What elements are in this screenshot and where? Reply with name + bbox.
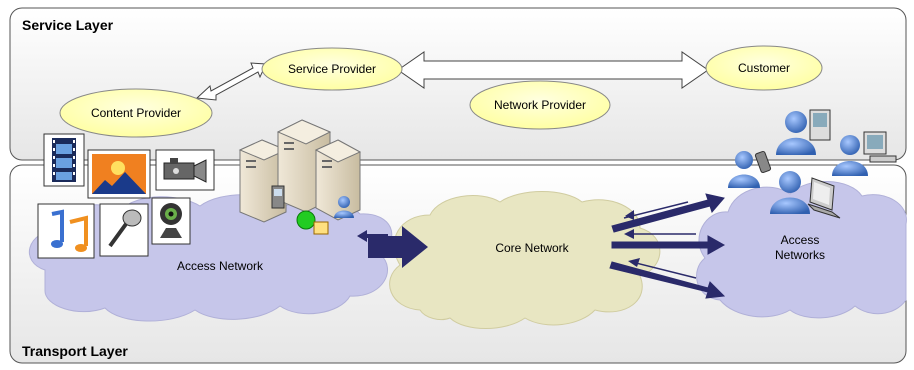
content-provider-oval (59, 88, 213, 138)
core-network-label: Core Network (495, 241, 569, 255)
service-provider-oval (261, 47, 403, 91)
video-camera-icon (155, 149, 215, 191)
service-layer-panel (9, 7, 907, 161)
access-network-label: Access Network (176, 259, 264, 273)
user-icon (832, 135, 868, 176)
microphone-icon (99, 203, 149, 257)
webcam-icon (151, 197, 191, 245)
desktop-icon (809, 109, 831, 141)
phone-icon (754, 150, 772, 174)
user-icon (334, 196, 354, 218)
desktop-icon (863, 131, 897, 163)
photo-icon (87, 149, 151, 199)
service-layer-title: Service Layer (22, 17, 114, 33)
laptop-icon (807, 177, 841, 219)
access-networks-cloud (696, 181, 907, 319)
content-provider-label: Content Provider (90, 106, 182, 120)
core-access-arrows (609, 193, 726, 299)
transport-layer-title: Transport Layer (22, 343, 128, 359)
access-networks-label-line2: Networks (774, 248, 825, 262)
access-networks-label-line1: Access (780, 233, 820, 247)
user-icon (770, 171, 810, 214)
customer-oval (705, 45, 823, 91)
user-icon (776, 111, 816, 155)
user-icon (728, 151, 760, 188)
service-provider-label: Service Provider (287, 62, 377, 76)
access-core-arrow (357, 226, 428, 268)
customer-label: Customer (737, 61, 790, 75)
music-icon (37, 203, 95, 259)
network-provider-oval (469, 80, 611, 130)
film-icon (43, 133, 85, 187)
network-provider-label: Network Provider (493, 98, 587, 112)
